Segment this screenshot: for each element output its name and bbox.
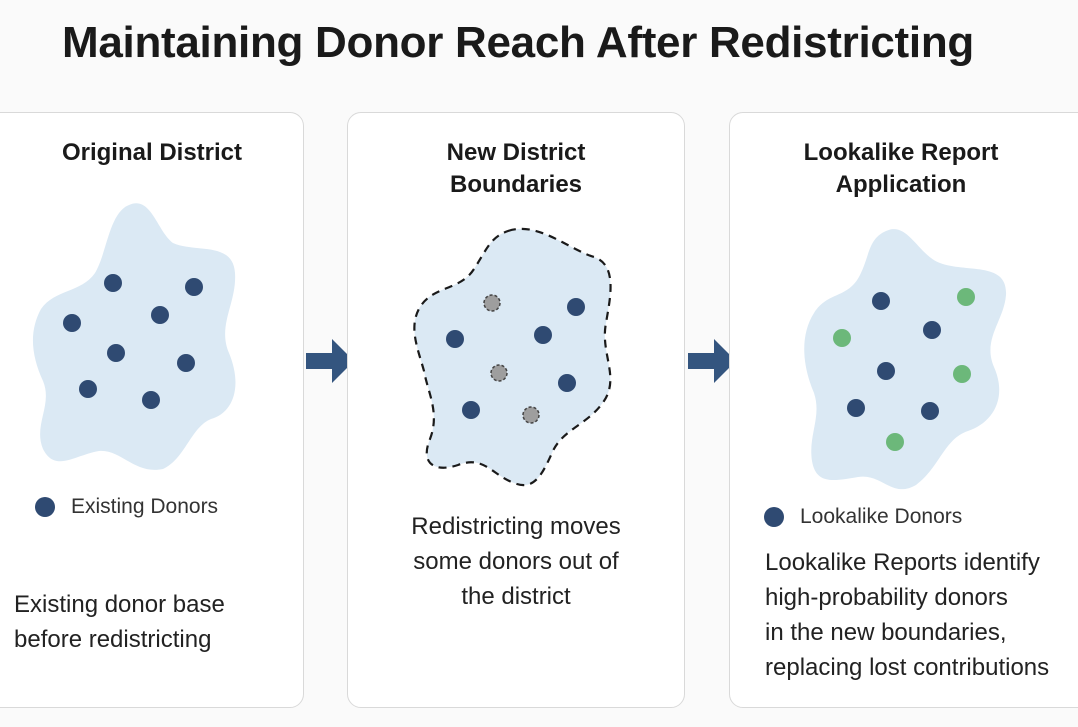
existing-donor-dot: [877, 362, 895, 380]
original-district-map: [32, 203, 236, 470]
panel-title-lookalike-report: Lookalike Report Application: [803, 139, 999, 198]
existing-donor-dot: [567, 298, 585, 316]
moved-donor-dot: [483, 294, 501, 312]
moved-donor-dot: [490, 364, 508, 382]
existing-donor-dot: [104, 274, 122, 292]
existing-donor-dot: [151, 306, 169, 324]
new-district-map: [413, 227, 612, 487]
panel-title-original-district: Original District: [61, 139, 243, 166]
existing-donor-dot: [446, 330, 464, 348]
legend-label: Lookalike Donors: [800, 505, 963, 528]
lookalike-donor-dot: [833, 329, 851, 347]
existing-donor-dot: [923, 321, 941, 339]
lookalike-donor-legend-dot: [764, 507, 784, 527]
arrow-right-icon: [306, 339, 354, 383]
panel-description: Existing donor base before redistricting: [14, 591, 225, 653]
lookalike-donor-dot: [953, 365, 971, 383]
panel-new-district-boundaries: New District Boundaries Redistricting mo…: [347, 112, 685, 708]
legend-label: Existing Donors: [71, 495, 219, 518]
existing-donor-dot: [921, 402, 939, 420]
existing-donor-dot: [185, 278, 203, 296]
existing-donor-dot: [107, 344, 125, 362]
existing-donor-dot: [462, 401, 480, 419]
panel-description: Redistricting moves some donors out of t…: [411, 513, 621, 610]
panel-original-district: Original District Existing Donors Existi…: [0, 112, 304, 708]
new-district-boundary: [413, 227, 612, 487]
existing-donor-dot: [847, 399, 865, 417]
legend-lookalike-donors: Lookalike Donors: [764, 505, 962, 529]
panel-description: Lookalike Reports identify high-probabil…: [765, 549, 1050, 681]
arrow-right-icon: [688, 339, 736, 383]
legend-existing-donors: Existing Donors: [35, 495, 218, 519]
moved-donor-dot: [522, 406, 540, 424]
existing-donor-dot: [872, 292, 890, 310]
existing-donor-dot: [177, 354, 195, 372]
lookalike-district-shape: [804, 229, 1007, 490]
panel-lookalike-report: Lookalike Report Application Lookalike D…: [729, 112, 1078, 708]
original-district-shape: [32, 203, 236, 470]
panel-title-new-boundaries: New District Boundaries: [446, 139, 586, 198]
existing-donor-legend-dot: [35, 497, 55, 517]
lookalike-donor-dot: [886, 433, 904, 451]
existing-donor-dot: [79, 380, 97, 398]
existing-donor-dot: [558, 374, 576, 392]
lookalike-donor-dot: [957, 288, 975, 306]
lookalike-district-map: [804, 229, 1007, 490]
existing-donor-dot: [534, 326, 552, 344]
existing-donor-dot: [63, 314, 81, 332]
existing-donor-dot: [142, 391, 160, 409]
diagram-title: Maintaining Donor Reach After Redistrict…: [62, 18, 974, 67]
